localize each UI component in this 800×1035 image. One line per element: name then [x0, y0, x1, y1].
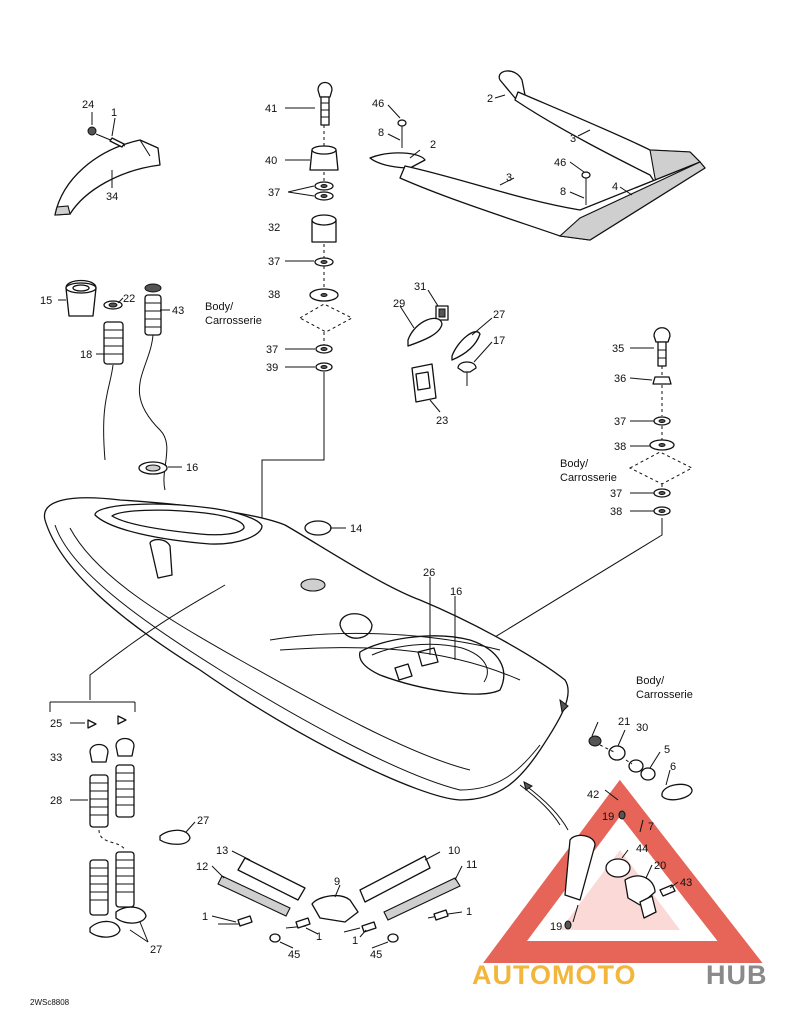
callout-8: 8 [560, 186, 566, 198]
bumper-stack-center [261, 81, 354, 525]
body-label-latch-fr: Carrosserie [636, 689, 693, 701]
body-label-right-fr: Carrosserie [560, 472, 617, 484]
callout-18: 18 [80, 349, 92, 361]
callout-37: 37 [614, 416, 626, 428]
callout-28: 28 [50, 795, 62, 807]
callout-labels: 24 1 34 41 40 37 32 37 38 37 39 46 8 2 2… [30, 93, 693, 1007]
leader-lines [58, 94, 679, 949]
callout-31: 31 [414, 281, 426, 293]
callout-5: 5 [664, 744, 670, 756]
callout-38: 38 [610, 506, 622, 518]
callout-43: 43 [172, 305, 184, 317]
callout-1: 1 [202, 911, 208, 923]
storage-fittings-left [65, 279, 168, 491]
callout-37: 37 [610, 488, 622, 500]
callout-17: 17 [493, 335, 505, 347]
callout-37: 37 [268, 187, 280, 199]
watercraft-body [43, 461, 569, 826]
callout-24: 24 [82, 99, 94, 111]
callout-12: 12 [196, 861, 208, 873]
watermark-text-automoto: AUTOMOTO [472, 960, 637, 990]
watermark-text-hub: HUB [706, 960, 768, 990]
callout-37: 37 [268, 256, 280, 268]
callout-37: 37 [266, 344, 278, 356]
callout-1: 1 [316, 931, 322, 943]
callout-40: 40 [265, 155, 277, 167]
callout-19: 19 [602, 811, 614, 823]
callout-27: 27 [197, 815, 209, 827]
callout-30: 30 [636, 722, 648, 734]
clips-and-fasteners [407, 305, 481, 403]
seat-rails [369, 70, 706, 241]
callout-34: 34 [106, 191, 118, 203]
callout-16: 16 [450, 586, 462, 598]
callout-6: 6 [670, 761, 676, 773]
callout-11: 11 [466, 859, 477, 871]
footwell-rails [217, 855, 461, 943]
callout-36: 36 [614, 373, 626, 385]
body-label-right-en: Body/ [560, 458, 589, 470]
latch-assembly [523, 735, 693, 930]
callout-8: 8 [378, 127, 384, 139]
callout-23: 23 [436, 415, 448, 427]
callout-9: 9 [334, 876, 340, 888]
callout-26: 26 [423, 567, 435, 579]
callout-20: 20 [654, 860, 666, 872]
callout-39: 39 [266, 362, 278, 374]
callout-15: 15 [40, 295, 52, 307]
callout-16: 16 [186, 462, 198, 474]
callout-2: 2 [487, 93, 493, 105]
callout-2: 2 [430, 139, 436, 151]
callout-13: 13 [216, 845, 228, 857]
callout-45: 45 [288, 949, 300, 961]
callout-44: 44 [636, 843, 648, 855]
callout-38: 38 [268, 289, 280, 301]
callout-4: 4 [612, 181, 618, 193]
callout-22: 22 [123, 293, 135, 305]
callout-27: 27 [493, 309, 505, 321]
callout-27: 27 [150, 944, 162, 956]
callout-29: 29 [393, 298, 405, 310]
body-label-latch-en: Body/ [636, 675, 665, 687]
callout-33: 33 [50, 752, 62, 764]
callout-46: 46 [554, 157, 566, 169]
callout-1: 1 [352, 935, 358, 947]
callout-43: 43 [680, 877, 692, 889]
callout-46: 46 [372, 98, 384, 110]
figure-code: 2WSc8808 [30, 998, 70, 1007]
body-label-center-en: Body/ [205, 301, 234, 313]
grab-handle-part-34 [54, 126, 161, 216]
callout-41: 41 [265, 103, 277, 115]
callout-42: 42 [587, 789, 599, 801]
callout-19: 19 [550, 921, 562, 933]
bumper-springs-lower-left [49, 701, 191, 938]
callout-38: 38 [614, 441, 626, 453]
callout-10: 10 [448, 845, 460, 857]
callout-35: 35 [612, 343, 624, 355]
callout-1: 1 [466, 906, 472, 918]
callout-3: 3 [570, 133, 576, 145]
callout-14: 14 [350, 523, 362, 535]
callout-1: 1 [111, 107, 117, 119]
callout-7: 7 [648, 821, 654, 833]
watermark-text: AUTOMOTO HUB [472, 960, 768, 990]
callout-32: 32 [268, 222, 280, 234]
callout-21: 21 [618, 716, 630, 728]
callout-3: 3 [506, 172, 512, 184]
callout-45: 45 [370, 949, 382, 961]
body-label-center-fr: Carrosserie [205, 315, 262, 327]
callout-25: 25 [50, 718, 62, 730]
